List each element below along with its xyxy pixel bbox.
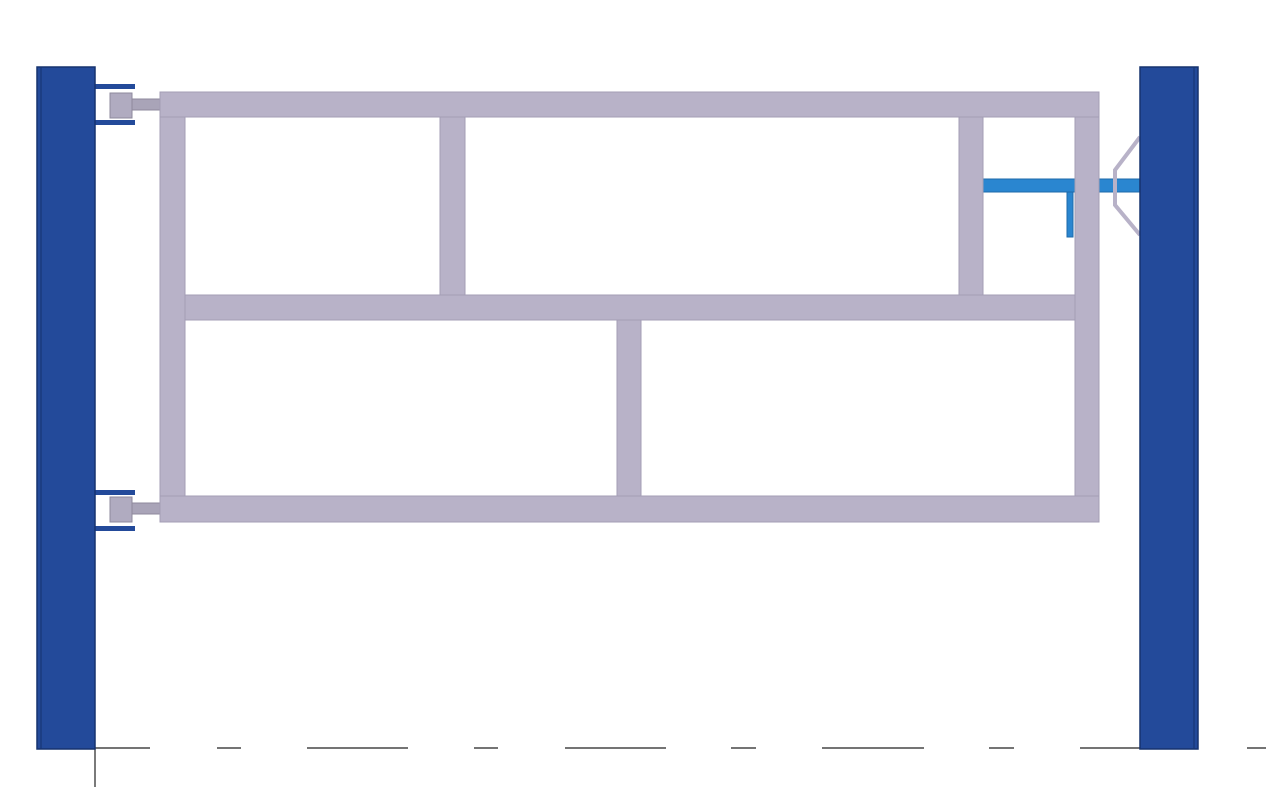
bottom-rail [159,495,1100,523]
left-post [36,66,96,750]
upper-brace-2 [958,116,984,296]
right-stile [1074,116,1100,497]
hinge-top [95,84,161,125]
gate-frame [159,91,1100,523]
middle-rail [184,294,1076,321]
upper-brace-1 [439,116,466,296]
right-post [1139,66,1199,750]
hinge-bottom [95,490,161,531]
lower-brace [616,319,642,497]
latch [982,135,1142,238]
left-stile [159,116,186,497]
top-rail [159,91,1100,118]
latch-guide [1113,135,1142,237]
ground-line [94,747,1266,787]
